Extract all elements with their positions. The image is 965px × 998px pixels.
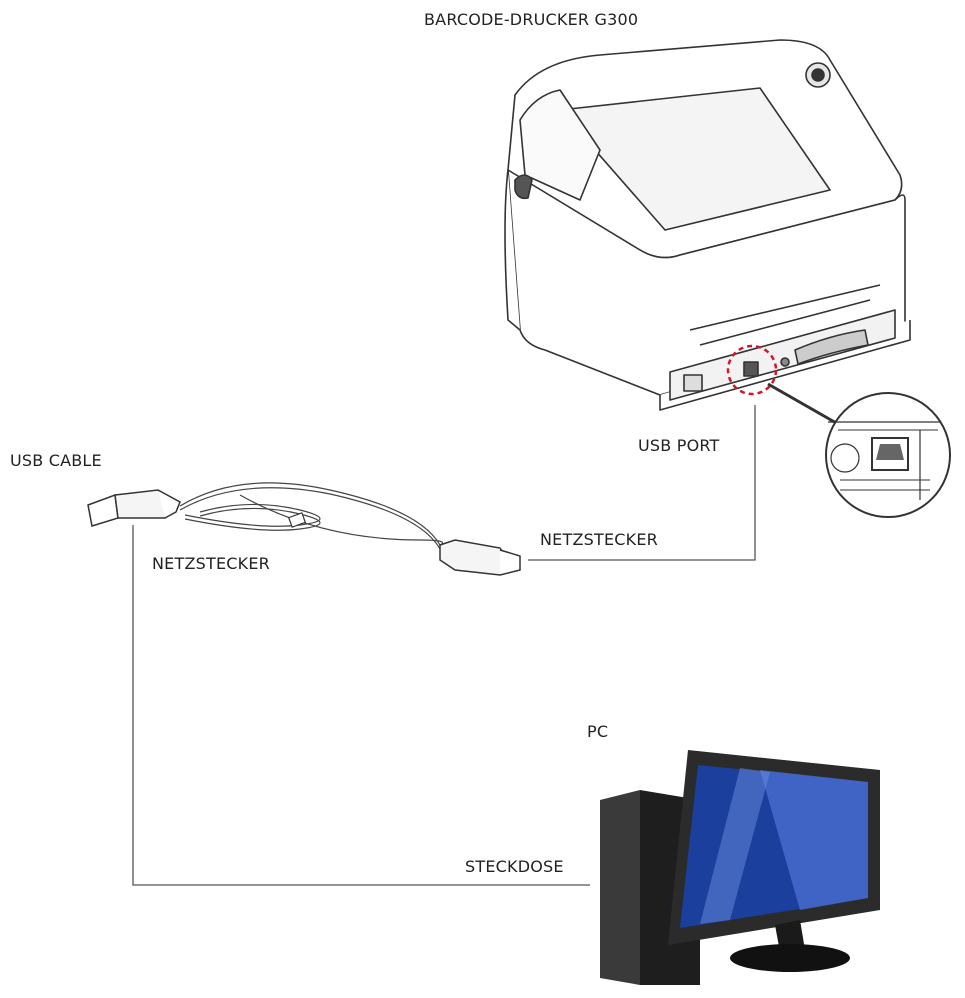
plug-left-label: NETZSTECKER — [152, 554, 270, 573]
usb-cable — [87, 482, 521, 576]
barcode-printer — [504, 39, 911, 411]
usb-b-plug — [439, 539, 521, 576]
printer-label: BARCODE-DRUCKER G300 — [424, 10, 639, 29]
pc-label: PC — [587, 722, 609, 741]
plug-right-label: NETZSTECKER — [540, 530, 658, 549]
usb-cable-label: USB CABLE — [10, 451, 102, 470]
callout-leader — [767, 382, 846, 430]
usb-port-zoom — [825, 392, 951, 518]
usb-port-highlight — [726, 344, 778, 396]
pc-computer — [600, 750, 880, 985]
usb-port-label: USB PORT — [638, 436, 720, 455]
connection-lines — [132, 405, 756, 886]
socket-label: STECKDOSE — [465, 857, 564, 876]
usb-a-plug — [87, 489, 181, 527]
